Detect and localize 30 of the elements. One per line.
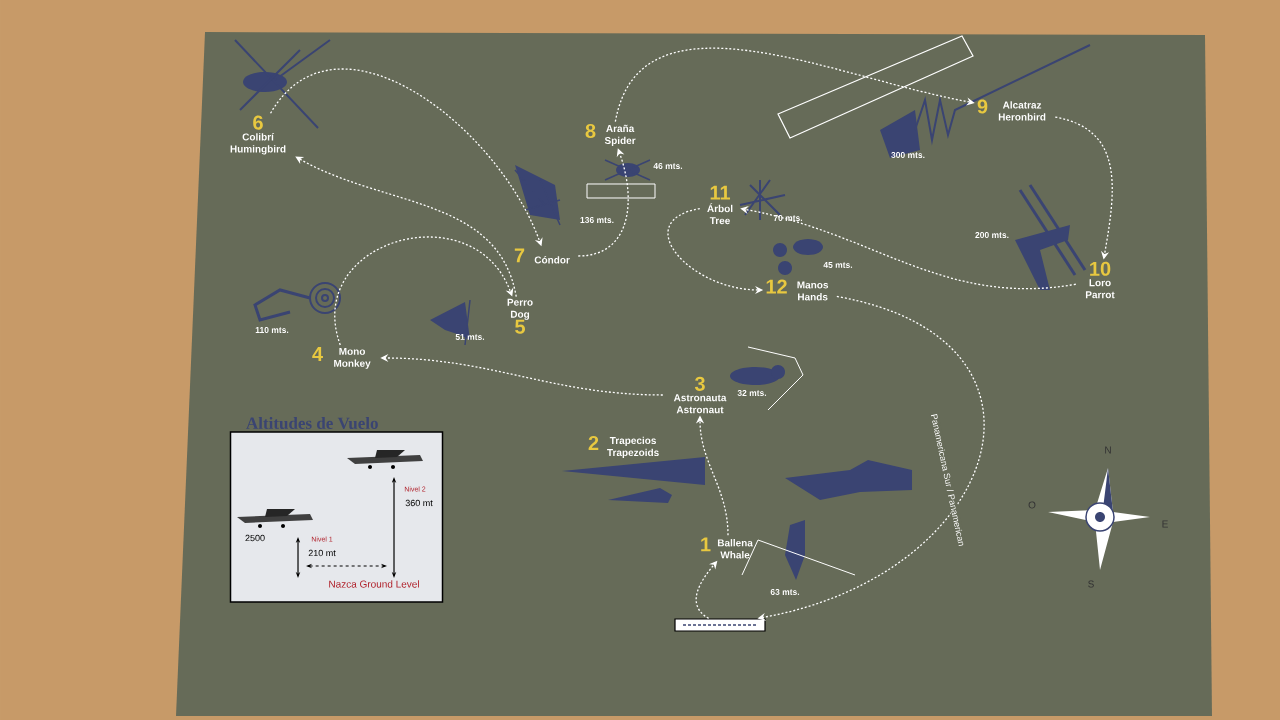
site-label: 8 Araña Spider bbox=[585, 123, 636, 147]
distance-label: 110 mts. bbox=[255, 327, 289, 333]
altitude-label: 210 mt bbox=[308, 549, 336, 557]
site-label: 6 Colibrí Humingbird bbox=[230, 115, 286, 155]
distance-label: 63 mts. bbox=[770, 589, 800, 595]
flight-route-arrow bbox=[295, 156, 517, 298]
distance-label: 32 mts. bbox=[737, 390, 767, 396]
site-label: Perro Dog 5 bbox=[507, 298, 533, 334]
flight-route-arrow bbox=[334, 236, 514, 346]
site-label: 11 Árbol Tree bbox=[707, 185, 733, 225]
site-label: 2 Trapecios Trapezoids bbox=[588, 435, 659, 459]
site-label: 1 Ballena Whale bbox=[701, 537, 753, 559]
distance-label: 136 mts. bbox=[580, 217, 614, 223]
altitude-label: 2500 bbox=[245, 534, 265, 542]
distance-label: 45 mts. bbox=[823, 262, 853, 268]
airstrip-drawing bbox=[674, 618, 766, 632]
site-label: 3 Astronauta Astronaut bbox=[673, 376, 727, 414]
site-label: 7 Cóndor bbox=[514, 248, 570, 264]
distance-label: 46 mts. bbox=[653, 163, 683, 169]
distance-label: 300 mts. bbox=[891, 152, 925, 158]
distance-label: 70 mts. bbox=[773, 215, 803, 221]
site-label: 10 Loro Parrot bbox=[1085, 261, 1115, 299]
distance-label: 200 mts. bbox=[975, 232, 1009, 238]
site-label: 12 Manos Hands bbox=[766, 279, 829, 301]
site-label: 4 Mono Monkey bbox=[312, 347, 371, 369]
distance-label: 51 mts. bbox=[455, 334, 485, 340]
flight-route-arrow bbox=[577, 148, 629, 257]
altitude-label: 360 mt bbox=[405, 499, 433, 507]
site-label: 9 Alcatraz Heronbird bbox=[977, 99, 1046, 121]
ground-level-label: Nazca Ground Level bbox=[329, 580, 419, 588]
